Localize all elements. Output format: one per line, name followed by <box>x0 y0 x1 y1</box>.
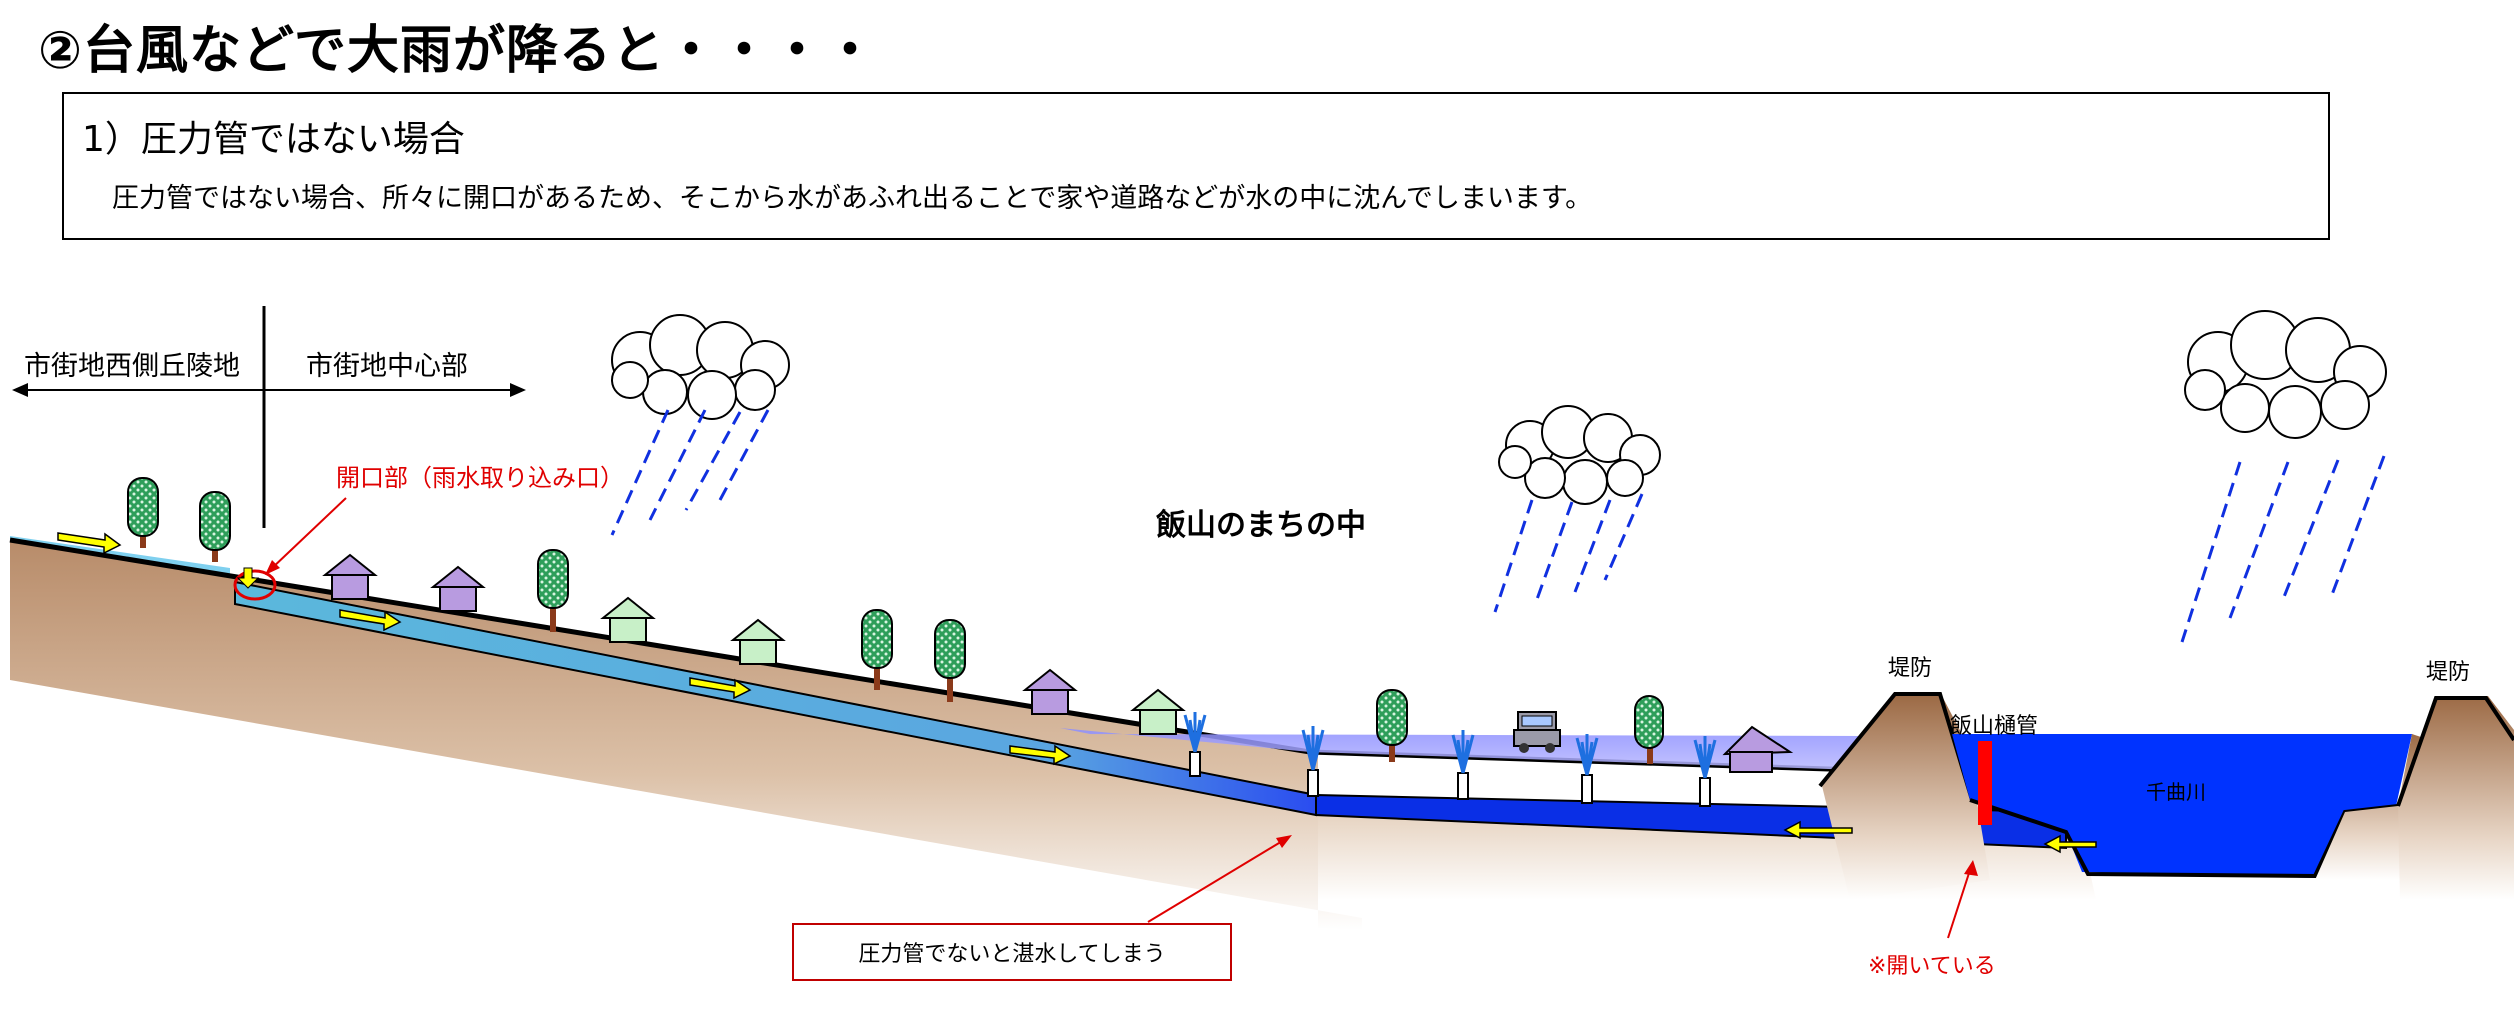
town-label: 飯山のまちの中 <box>1156 508 1366 543</box>
flow-arrow <box>1009 744 1072 766</box>
rain-clouds <box>611 310 2387 505</box>
hillside-ground <box>10 542 1362 930</box>
rain-inlet-circle <box>233 569 277 601</box>
water-spout <box>1575 734 1599 776</box>
sluice-gate <box>1978 741 1992 825</box>
cloud <box>2184 310 2387 439</box>
trees <box>127 477 1664 764</box>
chikuma-river <box>1952 734 2412 878</box>
tree <box>934 619 966 702</box>
flow-arrow <box>2043 834 2097 854</box>
cloud <box>1498 405 1661 505</box>
riser <box>1307 769 1319 797</box>
water-spout <box>1183 712 1207 753</box>
callout-pointer-head <box>1276 835 1292 848</box>
house-purple <box>1022 668 1078 715</box>
house-green <box>1130 688 1186 735</box>
house-purple <box>430 565 486 612</box>
tree <box>127 477 159 548</box>
tree <box>1634 695 1664 764</box>
water-spout <box>1301 726 1325 771</box>
river-label: 千曲川 <box>2146 780 2206 804</box>
flow-arrow <box>1783 820 1853 840</box>
page-title: ②台風などで大雨が降ると・・・・ <box>38 21 877 81</box>
inlet-pointer-head <box>265 560 280 575</box>
levee-right <box>2398 696 2514 900</box>
east-arrowhead <box>510 383 526 397</box>
riser <box>1189 751 1201 777</box>
river-bed-outline <box>1969 798 2399 879</box>
callout-pointer <box>1147 839 1285 923</box>
house-purple-tilted <box>1722 725 1794 773</box>
town-floodwater <box>1060 728 1870 770</box>
levee-right-label: 堤防 <box>2426 660 2471 685</box>
sluice-pointer <box>1947 869 1971 939</box>
overflow-spouts <box>1183 712 1717 779</box>
levee-left <box>1822 696 1990 900</box>
callout-box: 圧力管でないと湛水してしまう <box>792 923 1232 981</box>
house-green <box>730 618 786 665</box>
riser <box>1457 772 1469 800</box>
houses <box>322 553 1794 773</box>
sluice-label: 飯山樋管 <box>1950 714 2039 739</box>
city-center-label: 市街地中心部 <box>306 351 468 382</box>
house-green <box>600 596 656 643</box>
tree <box>1376 689 1408 762</box>
section-heading: 1）圧力管ではない場合 <box>82 119 465 160</box>
inlet-pointer <box>269 497 347 571</box>
section-description: 圧力管ではない場合、所々に開口があるため、そこから水があふれ出ることで家や道路な… <box>112 183 1593 214</box>
explanation-box: 1）圧力管ではない場合 圧力管ではない場合、所々に開口があるため、そこから水があ… <box>62 92 2330 240</box>
flow-arrow <box>57 532 122 555</box>
riser <box>1581 774 1593 804</box>
levee-right-outline <box>2396 696 2514 807</box>
flow-arrows <box>57 532 2097 854</box>
inlet-drop-arrow <box>236 567 260 589</box>
west-arrowhead <box>12 383 28 397</box>
cloud <box>611 314 790 420</box>
house-purple <box>322 553 378 600</box>
tree <box>861 609 893 690</box>
opening-label: 開口部（雨水取り込み口） <box>336 464 624 492</box>
sluice-pointer-head <box>1964 860 1978 876</box>
open-note-label: ※開いている <box>1868 954 1996 979</box>
car <box>1513 711 1561 753</box>
tree <box>537 549 569 632</box>
water-spout <box>1451 730 1475 774</box>
riser <box>1699 777 1711 807</box>
flow-arrow <box>339 609 402 632</box>
levee-left-label: 堤防 <box>1888 656 1933 681</box>
tree <box>199 491 231 562</box>
flow-arrow <box>689 677 752 700</box>
rain-streaks <box>610 409 2386 643</box>
water-spout <box>1693 736 1717 779</box>
west-hills-label: 市街地西側丘陵地 <box>24 351 240 382</box>
